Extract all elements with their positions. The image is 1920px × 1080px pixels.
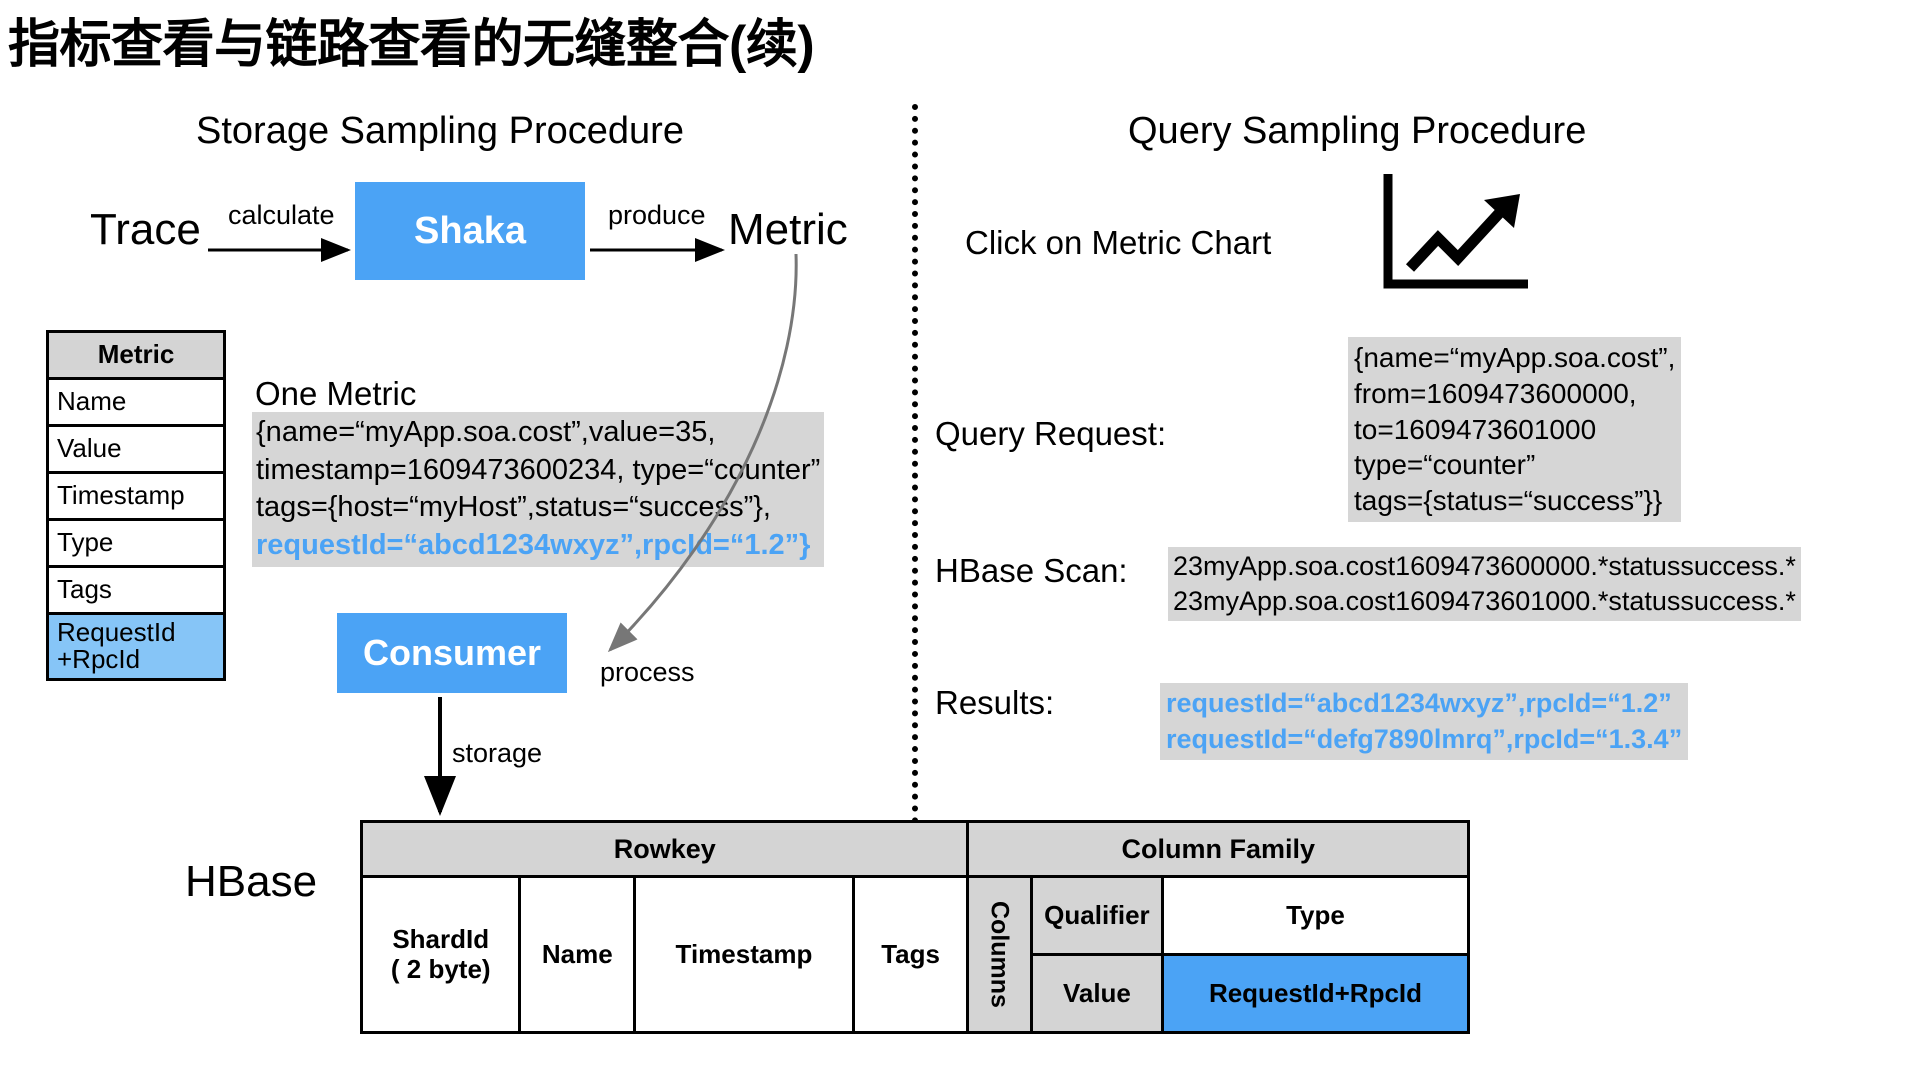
metric-field-tags: Tags: [46, 565, 226, 615]
hbase-col-tags: Tags: [851, 875, 970, 1034]
section-divider: [912, 104, 918, 824]
metric-field-value: Value: [46, 424, 226, 474]
hbase-col-name: Name: [518, 875, 637, 1034]
results-line-1: requestId=“abcd1234wxyz”,rpcId=“1.2”: [1166, 688, 1672, 718]
process-edge-label: process: [600, 657, 695, 687]
hbase-scan-line-2: 23myApp.soa.cost1609473601000.*statussuc…: [1173, 586, 1796, 617]
one-metric-highlight-line: requestId=“abcd1234wxyz”,rpcId=“1.2”}: [256, 529, 811, 562]
metric-field-timestamp: Timestamp: [46, 471, 226, 521]
storage-edge-label: storage: [452, 738, 543, 768]
results-line-2: requestId=“defg7890lmrq”,rpcId=“1.3.4”: [1166, 723, 1683, 754]
trace-label: Trace: [90, 205, 201, 254]
produce-edge-label: produce: [608, 200, 706, 230]
query-request-line-3: to=1609473601000: [1354, 413, 1597, 445]
metric-field-name: Name: [46, 377, 226, 427]
calculate-edge-label: calculate: [228, 200, 335, 230]
hbase-label: HBase: [185, 857, 318, 906]
line-chart-up-icon: [1383, 174, 1528, 289]
metric-table-header: Metric: [46, 330, 226, 380]
hbase-col-timestamp: Timestamp: [633, 875, 855, 1034]
hbase-value-label: Value: [1029, 953, 1164, 1034]
table-row: Rowkey Column Family: [359, 820, 1470, 878]
hbase-group-rowkey: Rowkey: [359, 820, 970, 878]
one-metric-line-3: tags={host=“myHost”,status=“success”},: [256, 491, 771, 524]
table-row: Value: [46, 424, 226, 474]
metric-field-requestid-rpcid: RequestId +RpcId: [46, 612, 226, 681]
hbase-col-columns: Columns: [966, 875, 1033, 1034]
consumer-node[interactable]: Consumer: [337, 613, 567, 693]
metric-field-table: Metric Name Value Timestamp Type Tags Re…: [46, 330, 226, 681]
hbase-scan-line-1: 23myApp.soa.cost1609473600000.*statussuc…: [1173, 551, 1796, 581]
shaka-node[interactable]: Shaka: [355, 182, 585, 280]
click-on-metric-chart-label: Click on Metric Chart: [965, 224, 1272, 261]
one-metric-line-2: timestamp=1609473600234, type=“counter”: [256, 453, 821, 486]
table-row: Value RequestId+RpcId: [362, 953, 1471, 1034]
table-row: Name: [46, 377, 226, 427]
table-row: RequestId +RpcId: [46, 612, 226, 681]
hbase-col-shardid: ShardId ( 2 byte): [359, 875, 522, 1034]
page-title: 指标查看与链路查看的无缝整合(续): [8, 16, 815, 74]
hbase-qualifier-label: Qualifier: [1029, 875, 1164, 956]
query-request-code-block: {name=“myApp.soa.cost”, from=16094736000…: [1348, 337, 1682, 523]
query-request-line-4: type=“counter”: [1354, 449, 1536, 481]
hbase-value-requestid-rpcid: RequestId+RpcId: [1160, 953, 1471, 1034]
one-metric-code-block: {name=“myApp.soa.cost”,value=35, timesta…: [252, 412, 825, 567]
query-request-line-2: from=1609473600000,: [1354, 377, 1637, 409]
table-row: Type: [46, 518, 226, 568]
query-request-label: Query Request:: [935, 415, 1167, 452]
query-section-heading: Query Sampling Procedure: [1128, 110, 1587, 152]
table-row: ShardId ( 2 byte) Name Timestamp Tags Co…: [359, 875, 1471, 1034]
hbase-scan-label: HBase Scan:: [935, 552, 1128, 589]
hbase-schema-table: Rowkey Column Family ShardId ( 2 byte) N…: [359, 820, 1471, 1034]
results-label: Results:: [935, 684, 1055, 721]
results-code-block: requestId=“abcd1234wxyz”,rpcId=“1.2” req…: [1160, 683, 1689, 761]
query-request-line-1: {name=“myApp.soa.cost”,: [1354, 342, 1676, 373]
storage-section-heading: Storage Sampling Procedure: [196, 110, 684, 152]
metric-field-type: Type: [46, 518, 226, 568]
hbase-scan-code-block: 23myApp.soa.cost1609473600000.*statussuc…: [1168, 547, 1801, 622]
one-metric-label: One Metric: [255, 375, 417, 412]
metric-label: Metric: [728, 205, 848, 254]
table-row: Metric: [46, 330, 226, 380]
hbase-qualifier-type: Type: [1160, 875, 1471, 956]
query-request-line-5: tags={status=“success”}}: [1354, 485, 1663, 517]
table-row: Tags: [46, 565, 226, 615]
table-row: Timestamp: [46, 471, 226, 521]
hbase-group-column-family: Column Family: [966, 820, 1470, 878]
one-metric-line-1: {name=“myApp.soa.cost”,value=35,: [256, 416, 716, 448]
